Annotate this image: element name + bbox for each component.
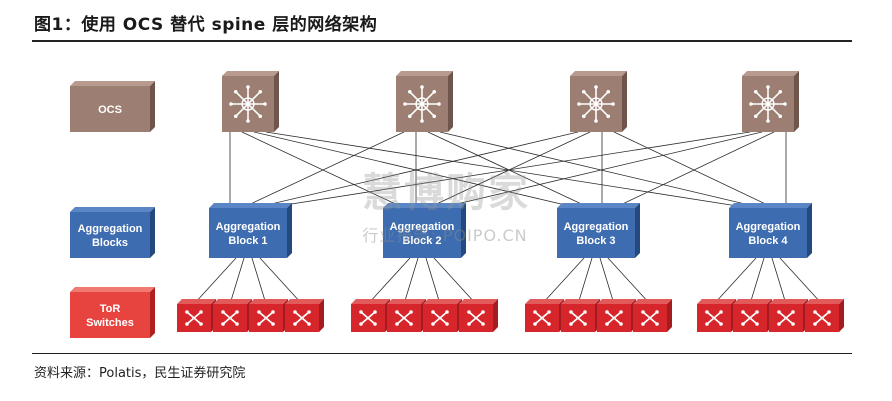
aggregation-block-label-1: Aggregation bbox=[216, 221, 281, 233]
tor-link bbox=[193, 257, 237, 305]
tor-link bbox=[259, 257, 303, 305]
tor-switch bbox=[459, 299, 498, 332]
tor-link bbox=[577, 257, 593, 305]
aggregation-block-label-1: Aggregation bbox=[736, 221, 801, 233]
tor-switch bbox=[697, 299, 736, 332]
tor-switch bbox=[633, 299, 672, 332]
aggregation-block-label-2: Block 2 bbox=[402, 235, 441, 247]
ocs-link bbox=[439, 131, 763, 209]
ocs-switch-icon bbox=[229, 85, 267, 123]
legend-ocs-label: OCS bbox=[98, 104, 122, 116]
tor-switch-icon bbox=[395, 310, 413, 326]
ocs-link bbox=[253, 131, 579, 209]
tor-switch-icon bbox=[641, 310, 659, 326]
tor-link bbox=[541, 257, 585, 305]
tor-switch bbox=[733, 299, 772, 332]
legend-tor-label-1: ToR bbox=[100, 303, 121, 315]
tor-switch bbox=[351, 299, 390, 332]
aggregation-block-label-1: Aggregation bbox=[390, 221, 455, 233]
tor-switch-icon bbox=[467, 310, 485, 326]
ocs-link bbox=[241, 131, 405, 209]
tor-link bbox=[779, 257, 823, 305]
tor-switch-icon bbox=[185, 310, 203, 326]
tor-link bbox=[403, 257, 419, 305]
legend-aggregation-label-1: Aggregation bbox=[78, 223, 143, 235]
tor-link bbox=[599, 257, 615, 305]
tor-switch-icon bbox=[533, 310, 551, 326]
tor-switch bbox=[249, 299, 288, 332]
legend-tor-label-2: Switches bbox=[86, 317, 134, 329]
tor-switch bbox=[525, 299, 564, 332]
spine-links bbox=[193, 131, 823, 305]
ocs-switch-icon bbox=[577, 85, 615, 123]
tor-switch bbox=[561, 299, 600, 332]
ocs-link bbox=[613, 131, 775, 209]
ocs-switch-icon bbox=[749, 85, 787, 123]
tor-switch bbox=[213, 299, 252, 332]
tor-switch-icon bbox=[293, 310, 311, 326]
tor-link bbox=[607, 257, 651, 305]
aggregation-block-label-2: Block 1 bbox=[228, 235, 267, 247]
tor-switch-icon bbox=[431, 310, 449, 326]
tor-switch-icon bbox=[359, 310, 377, 326]
ocs-switch-2 bbox=[396, 71, 453, 132]
legend-ocs: OCS bbox=[70, 81, 155, 132]
top-rule bbox=[32, 40, 852, 42]
figure-title: 图1：使用 OCS 替代 spine 层的网络架构 bbox=[34, 15, 378, 35]
tor-switch-icon bbox=[257, 310, 275, 326]
ocs-switch-3 bbox=[570, 71, 627, 132]
tor-link bbox=[425, 257, 441, 305]
legend-aggregation-label-2: Blocks bbox=[92, 237, 128, 249]
tor-switch-icon bbox=[813, 310, 831, 326]
source-note: 资料来源：Polatis，民生证券研究院 bbox=[34, 366, 246, 381]
legend-tor: ToR Switches bbox=[70, 287, 155, 338]
tor-switch-icon bbox=[741, 310, 759, 326]
tor-link bbox=[433, 257, 477, 305]
tor-link bbox=[771, 257, 787, 305]
tor-switch bbox=[423, 299, 462, 332]
aggregation-block-label-2: Block 3 bbox=[576, 235, 615, 247]
tor-switch bbox=[285, 299, 324, 332]
ocs-switch-icon bbox=[403, 85, 441, 123]
tor-switch-icon bbox=[705, 310, 723, 326]
ocs-switch-1 bbox=[222, 71, 279, 132]
tor-link bbox=[367, 257, 411, 305]
aggregation-block-label-2: Block 4 bbox=[748, 235, 788, 247]
tor-switch bbox=[387, 299, 426, 332]
tor-link bbox=[713, 257, 757, 305]
tor-link bbox=[229, 257, 245, 305]
tor-link bbox=[749, 257, 765, 305]
ocs-link bbox=[265, 131, 751, 209]
bottom-rule bbox=[32, 353, 852, 354]
tor-switch-icon bbox=[777, 310, 795, 326]
tor-link bbox=[251, 257, 267, 305]
aggregation-block-label-1: Aggregation bbox=[564, 221, 629, 233]
tor-switch bbox=[597, 299, 636, 332]
tor-switch-icon bbox=[605, 310, 623, 326]
tor-switch-icon bbox=[569, 310, 587, 326]
ocs-switch-4 bbox=[742, 71, 799, 132]
tor-switch bbox=[805, 299, 844, 332]
tor-switch bbox=[769, 299, 808, 332]
tor-switch bbox=[177, 299, 216, 332]
tor-switch-icon bbox=[221, 310, 239, 326]
